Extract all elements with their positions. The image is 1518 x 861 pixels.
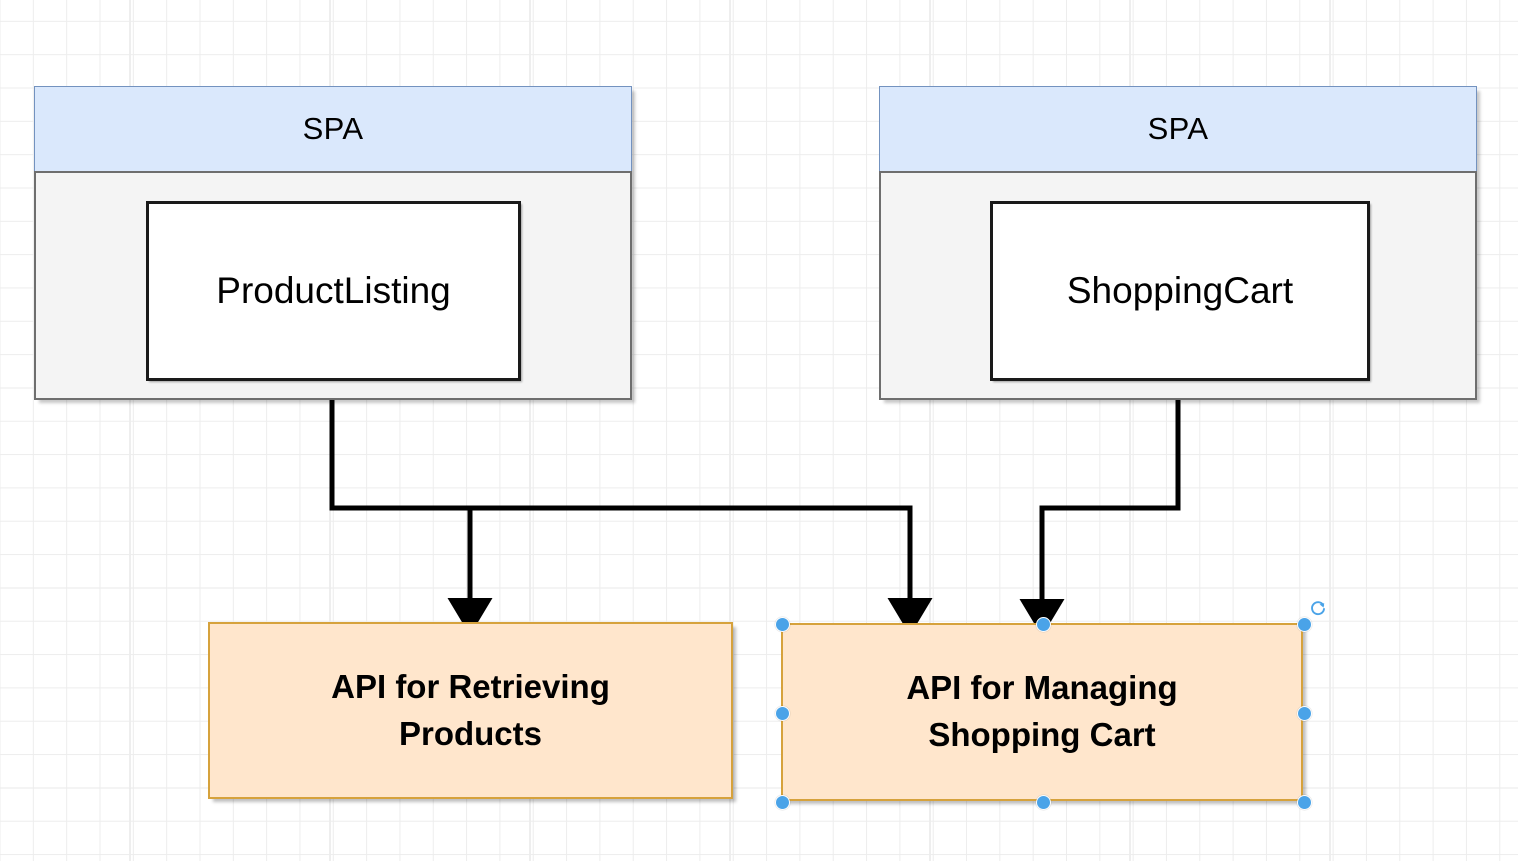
api-products-line2: Products — [398, 714, 543, 752]
resize-handle-bottom-left[interactable] — [774, 794, 790, 810]
resize-handle-top-right[interactable] — [1296, 616, 1312, 632]
api-cart-label: API for Managing Shopping Cart — [890, 665, 1193, 759]
component-productlisting[interactable]: ProductListing — [146, 201, 521, 381]
spa-container-left[interactable]: SPA ProductListing — [34, 86, 632, 400]
resize-handle-top-left[interactable] — [774, 616, 790, 632]
rotate-icon[interactable] — [1309, 600, 1327, 618]
api-for-managing-shopping-cart[interactable]: API for Managing Shopping Cart — [781, 623, 1303, 801]
spa-container-right[interactable]: SPA ShoppingCart — [879, 86, 1477, 400]
api-products-label: API for Retrieving Products — [315, 664, 626, 758]
spa-right-title: SPA — [1147, 111, 1209, 146]
spa-left-title: SPA — [302, 111, 364, 146]
resize-handle-top-center[interactable] — [1035, 616, 1051, 632]
api-for-retrieving-products[interactable]: API for Retrieving Products — [208, 622, 733, 799]
rotate-icon-glyph — [1311, 601, 1325, 616]
spa-left-header: SPA — [34, 86, 632, 171]
component-shoppingcart-label: ShoppingCart — [1066, 270, 1294, 311]
api-cart-line1: API for Managing — [906, 669, 1178, 707]
component-productlisting-label: ProductListing — [216, 270, 451, 311]
component-shoppingcart[interactable]: ShoppingCart — [990, 201, 1370, 381]
resize-handle-middle-right[interactable] — [1296, 705, 1312, 721]
edge-productlisting-trunk — [329, 397, 913, 511]
spa-right-body: ShoppingCart — [879, 171, 1477, 400]
api-cart-line2: Shopping Cart — [928, 716, 1156, 753]
api-products-line1: API for Retrieving — [331, 667, 610, 705]
resize-handle-middle-left[interactable] — [774, 705, 790, 721]
edge-shoppingcart-to-api-cart — [1019, 397, 1181, 637]
spa-left-body: ProductListing — [34, 171, 632, 400]
resize-handle-bottom-center[interactable] — [1035, 794, 1051, 810]
spa-right-header: SPA — [879, 86, 1477, 171]
resize-handle-bottom-right[interactable] — [1296, 794, 1312, 810]
